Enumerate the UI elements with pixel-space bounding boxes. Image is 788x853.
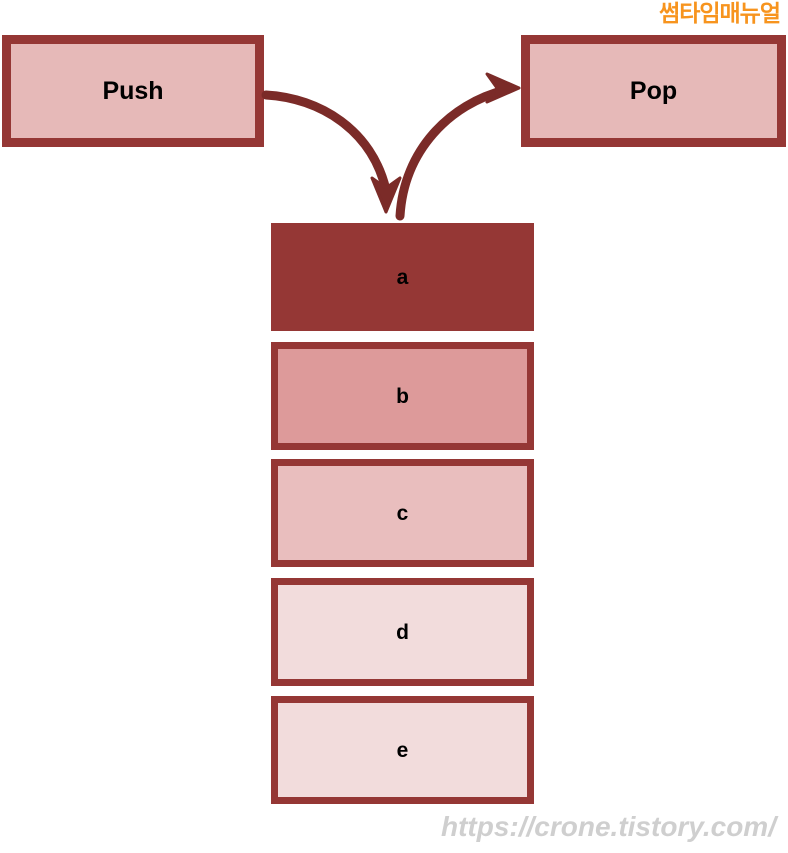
stack-cell-d: d xyxy=(271,578,534,686)
stack-cell-e-label: e xyxy=(396,738,409,762)
stack-cell-e: e xyxy=(271,696,534,804)
brand-logo: 썸타임매뉴얼 xyxy=(659,0,781,26)
pop-arrow-icon xyxy=(395,72,521,221)
stack-cell-a-label: a xyxy=(396,265,409,289)
stack-cell-b-label: b xyxy=(396,384,409,408)
pop-label: Pop xyxy=(629,76,678,105)
push-label: Push xyxy=(102,76,164,105)
stack-cell-b: b xyxy=(271,342,534,450)
stack-cell-a: a xyxy=(271,223,534,331)
site-url-watermark: https://crone.tistory.com/ xyxy=(440,811,776,842)
push-arrow-icon xyxy=(261,90,402,214)
pop-operation-box: Pop xyxy=(521,35,786,147)
push-operation-box: Push xyxy=(2,35,264,147)
stack-cell-c: c xyxy=(271,459,534,567)
stack-cell-d-label: d xyxy=(396,620,409,644)
stack-cell-c-label: c xyxy=(396,501,409,525)
